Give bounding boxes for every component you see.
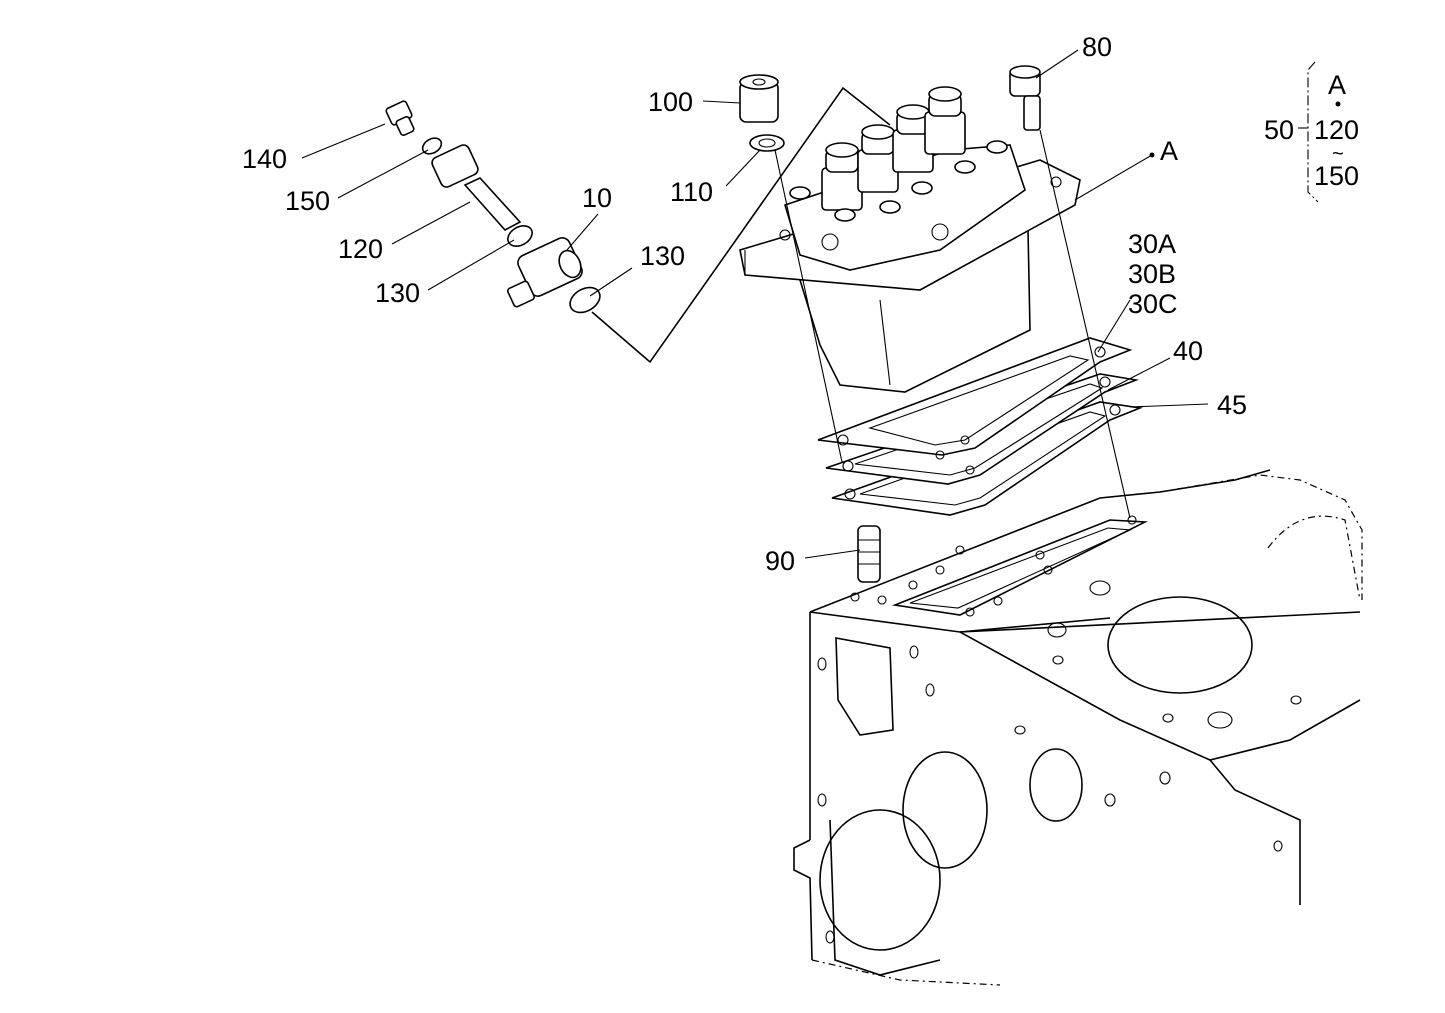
legend-ref: A [1328,70,1346,100]
legend-assembly-number: 50 [1264,115,1294,145]
gasket-stack [817,337,1144,516]
label-110: 110 [670,177,713,207]
label-130-left: 130 [375,278,420,308]
leader-lines [301,49,1209,559]
label-45: 45 [1217,390,1247,420]
label-80: 80 [1082,32,1112,62]
label-30a: 30A [1128,229,1176,259]
label-140: 140 [242,144,287,174]
legend-range-symbol: ~ [1332,143,1344,165]
legend-range-start: 120 [1314,115,1359,145]
label-120: 120 [338,234,383,264]
label-150: 150 [285,186,330,216]
assembly-legend: 50 A 120 ~ 150 [1264,61,1359,203]
label-30c: 30C [1128,289,1178,319]
label-40: 40 [1173,336,1203,366]
legend-range-end: 150 [1314,161,1359,191]
label-10: 10 [582,183,612,213]
label-a: A [1160,136,1178,166]
label-130-right: 130 [640,241,685,271]
label-30b: 30B [1128,259,1176,289]
loose-parts [739,65,1131,583]
label-100: 100 [648,87,693,117]
injection-pump [739,86,1081,393]
label-90: 90 [765,546,795,576]
part-labels: 140 150 120 130 10 130 100 110 80 A 30A … [242,32,1247,576]
banjo-fitting-assembly [385,86,891,364]
engine-block [793,469,1363,986]
